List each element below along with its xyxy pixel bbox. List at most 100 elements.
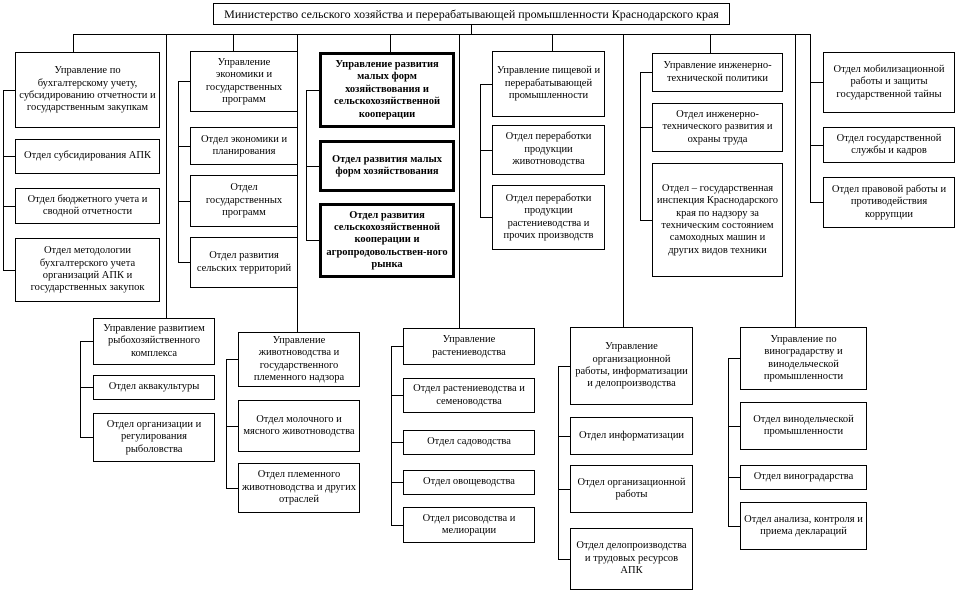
connector-drop [73, 34, 74, 52]
dept-mobilization-0-box: Отдел государственной службы и кадров [823, 127, 955, 163]
dept-mobilization-1-box: Отдел правовой работы и противодействия … [823, 177, 955, 228]
dept-accounting-1-box: Отдел бюджетного учета и сводной отчетно… [15, 188, 160, 224]
connector-stub [480, 150, 492, 151]
connector-drop [552, 34, 553, 51]
connector-stub [226, 359, 238, 360]
connector-spine [558, 366, 559, 559]
connector-stub [306, 90, 319, 91]
connector-drop [390, 34, 391, 52]
connector-stub [558, 559, 570, 560]
connector-spine [178, 81, 179, 262]
dept-livestock-0-box: Отдел молочного и мясного животноводства [238, 400, 360, 452]
connector-stub [306, 166, 319, 167]
connector-stub [391, 442, 403, 443]
ministry-title-box: Министерство сельского хозяйства и перер… [213, 3, 730, 25]
connector-stub [728, 477, 740, 478]
connector-stub [728, 358, 740, 359]
unit-economics-header-box: Управление экономики и государственных п… [190, 51, 298, 112]
connector-stub [728, 426, 740, 427]
unit-accounting-header-box: Управление по бухгалтерскому учету, субс… [15, 52, 160, 128]
connector-stub [226, 488, 238, 489]
connector-stub [80, 437, 93, 438]
connector-stub [810, 145, 823, 146]
connector-spine [3, 90, 4, 270]
connector-stub [810, 202, 823, 203]
connector-drop [233, 34, 234, 51]
dept-org-work-1-box: Отдел организационной работы [570, 465, 693, 513]
connector-spine [391, 346, 392, 525]
dept-crops-0-box: Отдел растениеводства и семеноводства [403, 378, 535, 413]
dept-food-processing-1-box: Отдел переработки продукции растениеводс… [492, 185, 605, 250]
dept-org-work-0-box: Отдел информатизации [570, 417, 693, 455]
dept-fisheries-0-box: Отдел аквакультуры [93, 375, 215, 400]
connector-bus [73, 34, 811, 35]
unit-food-processing-header-box: Управление пищевой и перерабатывающей пр… [492, 51, 605, 117]
dept-economics-2-box: Отдел развития сельских территорий [190, 237, 298, 288]
connector-spine [640, 72, 641, 220]
dept-small-farms-1-box: Отдел развития сельскохозяйственной кооп… [319, 203, 455, 278]
connector-stub [3, 90, 15, 91]
dept-org-work-2-box: Отдел делопроизводства и трудовых ресурс… [570, 528, 693, 590]
dept-fisheries-1-box: Отдел организации и регулирования рыболо… [93, 413, 215, 462]
connector-spine [306, 90, 307, 240]
connector-stub [80, 341, 93, 342]
connector-stub [640, 72, 652, 73]
connector-stub [480, 217, 492, 218]
dept-crops-2-box: Отдел овощеводства [403, 470, 535, 495]
connector-stub [3, 270, 15, 271]
connector-stub [3, 156, 15, 157]
dept-crops-1-box: Отдел садоводства [403, 430, 535, 455]
connector-stub [391, 525, 403, 526]
unit-small-farms-header-box: Управление развития малых форм хозяйство… [319, 52, 455, 128]
dept-accounting-0-box: Отдел субсидирования АПК [15, 139, 160, 174]
connector-stub [306, 240, 319, 241]
connector-stub [640, 220, 652, 221]
connector-drop [166, 34, 167, 318]
unit-viticulture-header-box: Управление по виноградарству и винодельч… [740, 327, 867, 390]
connector-stub [391, 346, 403, 347]
connector-spine [810, 34, 811, 202]
dept-economics-1-box: Отдел государственных программ [190, 175, 298, 227]
dept-viticulture-0-box: Отдел винодельческой промышленности [740, 402, 867, 450]
connector-spine [226, 359, 227, 488]
connector-stub [178, 262, 190, 263]
connector-stub [178, 146, 190, 147]
connector-stub [80, 387, 93, 388]
dept-food-processing-0-box: Отдел переработки продукции животноводст… [492, 125, 605, 175]
dept-crops-3-box: Отдел рисоводства и мелиорации [403, 507, 535, 543]
connector-spine [728, 358, 729, 526]
dept-viticulture-2-box: Отдел анализа, контроля и приема деклара… [740, 502, 867, 550]
dept-livestock-1-box: Отдел племенного животноводства и других… [238, 463, 360, 513]
connector-stub [226, 426, 238, 427]
dept-viticulture-1-box: Отдел виноградарства [740, 465, 867, 490]
dept-economics-0-box: Отдел экономики и планирования [190, 127, 298, 165]
connector-drop [459, 34, 460, 328]
connector-spine [80, 341, 81, 437]
dept-engineering-0-box: Отдел инженерно-технического развития и … [652, 103, 783, 152]
connector-stub [391, 482, 403, 483]
connector-stub [3, 206, 15, 207]
unit-org-work-header-box: Управление организационной работы, инфор… [570, 327, 693, 405]
unit-mobilization-header-box: Отдел мобилизационной работы и защиты го… [823, 52, 955, 113]
unit-livestock-header-box: Управление животноводства и государствен… [238, 332, 360, 387]
unit-engineering-header-box: Управление инженерно-технической политик… [652, 53, 783, 92]
connector-drop [710, 34, 711, 53]
connector-drop [623, 34, 624, 327]
unit-fisheries-header-box: Управление развитием рыбохозяйственного … [93, 318, 215, 365]
dept-accounting-2-box: Отдел методологии бухгалтерского учета о… [15, 238, 160, 302]
connector-stub [810, 82, 823, 83]
connector-stub [178, 201, 190, 202]
connector-stub [391, 395, 403, 396]
connector-stub [558, 489, 570, 490]
connector-title-drop [471, 25, 472, 34]
connector-stub [480, 84, 492, 85]
connector-stub [558, 366, 570, 367]
connector-stub [640, 127, 652, 128]
connector-stub [728, 526, 740, 527]
connector-drop [795, 34, 796, 327]
connector-stub [558, 436, 570, 437]
dept-small-farms-0-box: Отдел развития малых форм хозяйствования [319, 140, 455, 192]
connector-stub [178, 81, 190, 82]
dept-engineering-1-box: Отдел – государственная инспекция Красно… [652, 163, 783, 277]
